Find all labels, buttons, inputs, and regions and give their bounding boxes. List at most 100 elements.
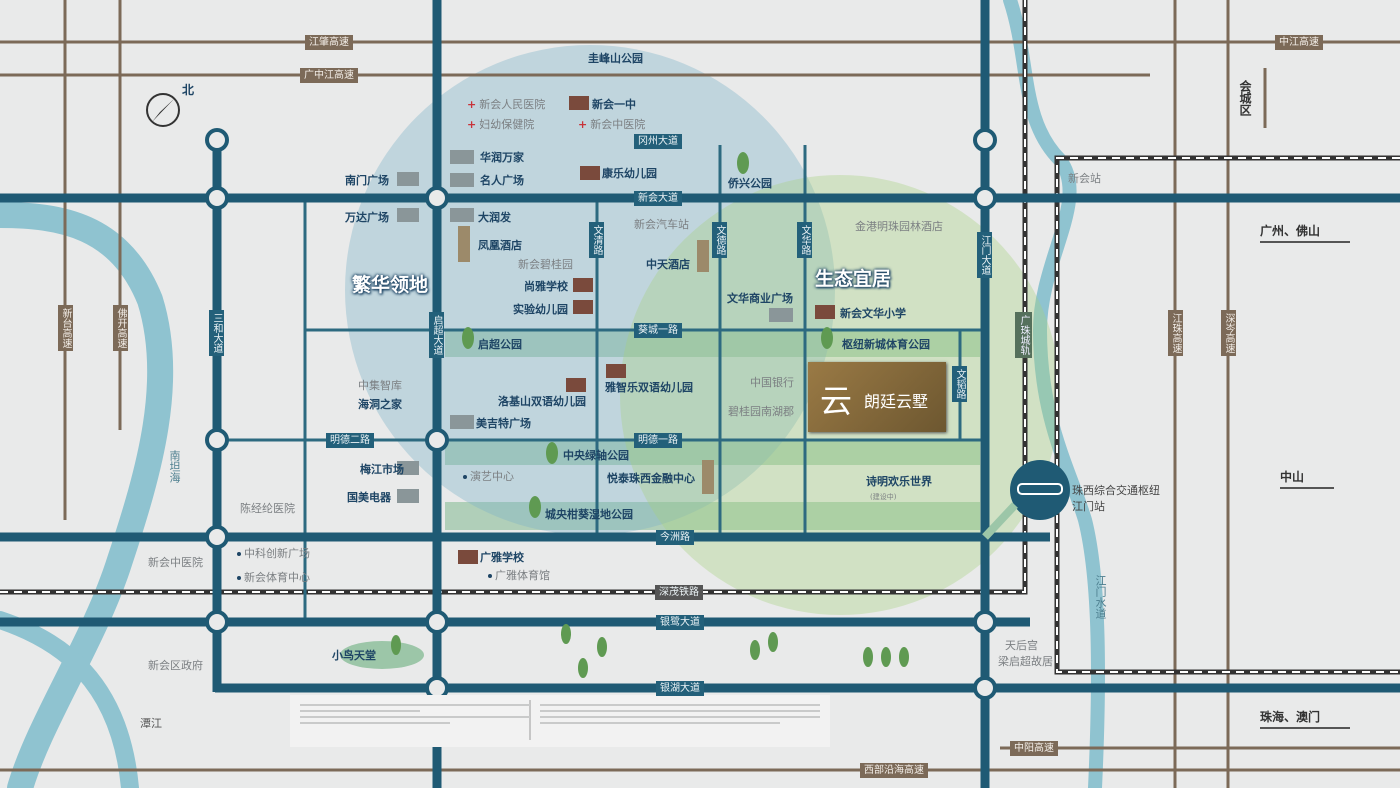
poi[interactable]: 珠西综合交通枢纽 [1072,484,1160,497]
poi[interactable]: 新会一中 [592,98,636,111]
notes-panel [290,695,830,747]
poi[interactable]: 广雅学校 [480,551,524,564]
dot-icon [488,574,492,578]
poi[interactable]: 海洞之家 [358,398,402,411]
poi[interactable]: 演艺中心 [460,470,514,483]
hospital-icon: + [467,98,477,111]
school-icons [458,96,835,564]
project-name: 朗廷云墅 [864,392,929,411]
hwy-jiangzhu: 江珠高速 [1168,310,1183,356]
road-sanhe: 三和大道 [209,310,224,356]
dot-icon [237,552,241,556]
poi[interactable]: 枢纽新城体育公园 [842,338,930,351]
poi[interactable]: 启超公园 [478,338,522,351]
poi[interactable]: 梁启超故居 [998,655,1053,668]
poi-hospital[interactable]: +新会中医院 [578,118,646,131]
road-wentao: 文韬路 [952,366,967,402]
poi[interactable]: 中国银行 [750,376,794,389]
poi[interactable]: 中央绿轴公园 [563,449,629,462]
poi[interactable]: 新会区政府 [148,659,203,672]
disclaimer-notes-left [300,700,530,728]
construction-tag: (建设中) [870,493,897,501]
poi[interactable]: 康乐幼儿园 [602,167,657,180]
disclaimer-notes-right [540,700,820,728]
poi[interactable]: 小鸟天堂 [332,649,376,662]
building-icons [397,150,793,503]
poi[interactable]: 新会站 [1068,172,1101,185]
poi[interactable]: 圭峰山公园 [588,52,643,65]
hospital-icon: + [467,118,477,131]
poi[interactable]: 洛基山双语幼儿园 [498,395,586,408]
poi[interactable]: 新会碧桂园 [518,258,573,271]
poi[interactable]: 新会体育中心 [234,571,310,584]
roundabouts [205,128,997,700]
road-yinlu: 银鹭大道 [656,615,704,630]
dot-icon [237,576,241,580]
road-wenqing: 文清路 [589,222,604,258]
road-mingde2: 明德二路 [326,433,374,448]
poi[interactable]: 中科创新广场 [234,547,310,560]
hwy-guangzhongjiang: 广中江高速 [300,68,358,83]
river [0,0,1105,788]
rail-guangzhu: 广珠城轨 [1015,312,1032,358]
poi[interactable]: 中集智库 [358,379,402,392]
water-tanjiang: 潭江 [140,717,162,730]
hwy-jiangzhao: 江肇高速 [305,35,353,50]
hwy-zhongjiang: 中江高速 [1275,35,1323,50]
poi[interactable]: 天后宫 [1005,639,1038,652]
road-yinhu: 银湖大道 [656,681,704,696]
road-mingde1: 明德一路 [634,433,682,448]
green-belts [445,331,980,530]
poi[interactable]: 国美电器 [347,491,391,504]
poi[interactable]: 碧桂园南湖郡 [728,405,794,418]
hwy-fokai: 佛开高速 [113,305,128,351]
poi[interactable]: 中天酒店 [646,258,690,271]
direction-guangzhou-foshan: 广州、佛山 [1260,222,1351,243]
poi[interactable]: 文华商业广场 [727,292,793,305]
poi[interactable]: 名人广场 [480,174,524,187]
district-label: 会城区 [1238,80,1252,116]
water-jiangmen: 江门水道 [1094,575,1107,619]
hwy-zhongyang: 中阳高速 [1010,741,1058,756]
poi[interactable]: 万达广场 [345,211,389,224]
poi[interactable]: 新会汽车站 [634,218,689,231]
poi[interactable]: 侨兴公园 [728,177,772,190]
poi-hospital[interactable]: +新会人民医院 [467,98,546,111]
poi[interactable]: 华润万家 [480,151,524,164]
poi-hospital[interactable]: +妇幼保健院 [467,118,535,131]
road-jiangmen: 江门大道 [977,232,992,278]
hwy-xintai: 新台高速 [58,305,73,351]
poi[interactable]: 新会中医院 [148,556,203,569]
poi[interactable]: 大润发 [478,211,511,224]
project-marker[interactable]: 云 朗廷云墅 [808,362,946,432]
area-label-eco: 生态宜居 [815,268,892,290]
poi[interactable]: 悦泰珠西金融中心 [607,472,695,485]
poi[interactable]: 新会文华小学 [840,307,906,320]
poi[interactable]: 美吉特广场 [476,417,531,430]
poi[interactable]: 梅江市场 [360,463,404,476]
road-wenhua: 文华路 [797,222,812,258]
road-gangzhou: 冈州大道 [634,134,682,149]
poi[interactable]: 南门广场 [345,174,389,187]
poi[interactable]: 凤凰酒店 [478,239,522,252]
road-jinzhou: 今洲路 [656,530,694,545]
poi[interactable]: 城央柑葵湿地公园 [545,508,633,521]
poi[interactable]: 雅智乐双语幼儿园 [605,381,693,394]
direction-zhuhai-macau: 珠海、澳门 [1260,708,1351,729]
poi[interactable]: 金港明珠园林酒店 [855,220,943,233]
poi[interactable]: 广雅体育馆 [485,569,550,582]
poi[interactable]: 陈经纶医院 [240,502,295,515]
poi[interactable]: 诗明欢乐世界 [866,475,932,488]
hospital-icon: + [578,118,588,131]
rail-shenmao: 深茂铁路 [655,585,703,600]
poi[interactable]: 江门站 [1072,500,1105,513]
dot-icon [463,475,467,479]
area-label-commerce: 繁华领地 [352,274,429,296]
poi[interactable]: 尚雅学校 [524,280,568,293]
water-nantan: 南坦海 [168,450,181,483]
poi[interactable]: 实验幼儿园 [513,303,568,316]
road-kuicheng: 葵城一路 [634,323,682,338]
tree-icons [340,152,909,678]
